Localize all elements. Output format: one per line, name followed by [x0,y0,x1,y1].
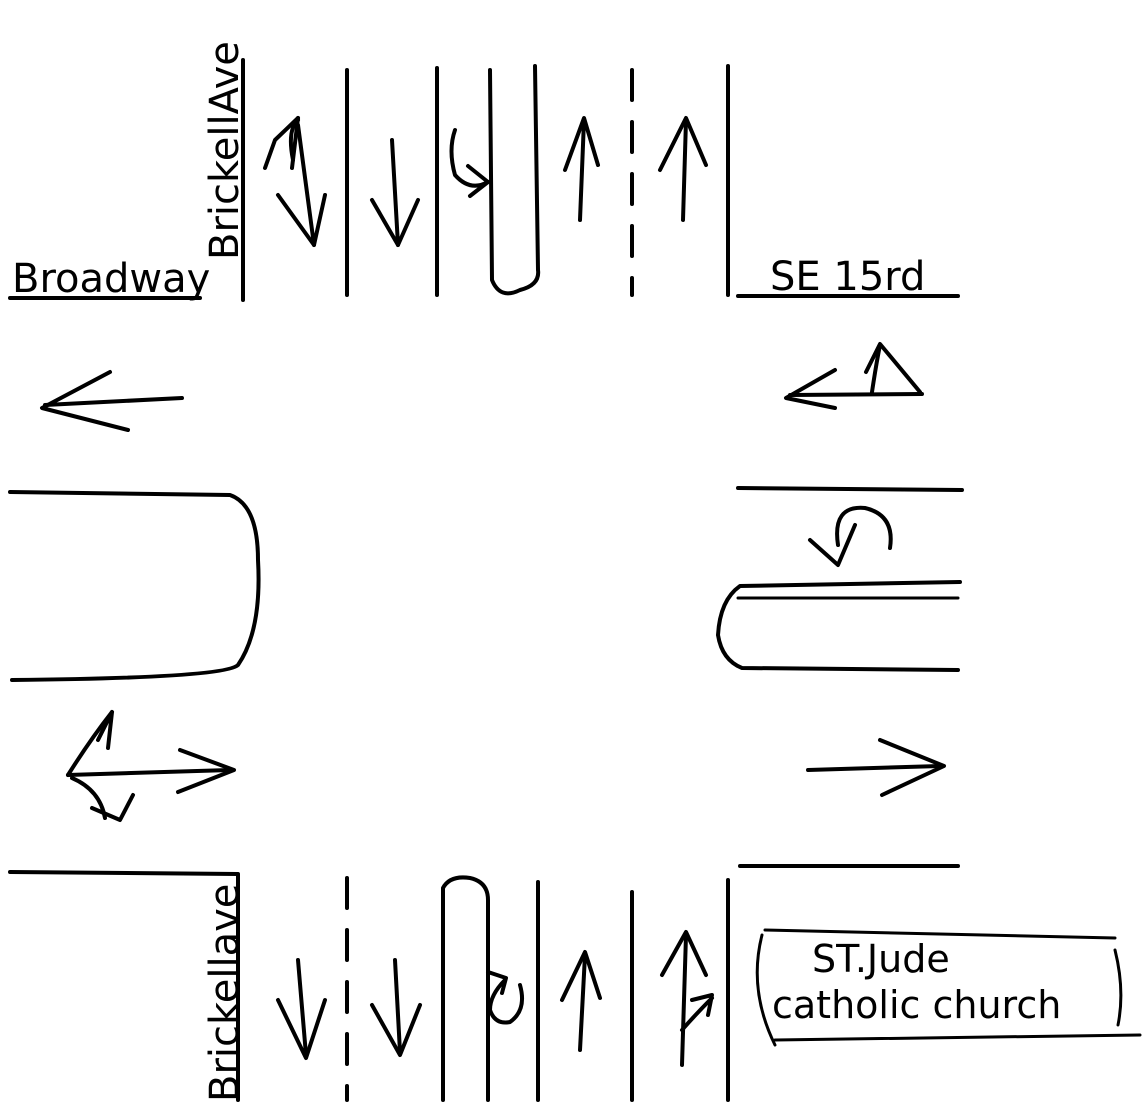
east-lane-line [736,486,964,492]
south-approach-straight-arrow [560,950,602,1052]
south-median [441,875,490,1102]
church-box-right [1113,948,1123,1027]
church-box [755,928,1142,1047]
north-exit-arrow-2 [658,116,708,222]
west-curb-south [8,870,240,1102]
south-approach [276,875,730,1102]
east-exit-arrow [806,738,946,797]
west-approach [8,296,261,1102]
west-exit-arrow [40,370,184,432]
east-approach [716,294,964,868]
east-approach-arrow [784,342,924,410]
east-uturn-arrow [808,505,893,567]
north-approach [241,58,730,302]
north-street-label: BrickellAve [202,41,248,260]
east-street-label: SE 15rd [770,254,925,300]
north-lane1-straight-right-arrow [263,116,327,247]
west-street-label: Broadway [12,256,210,302]
church-box-bottom [773,1033,1142,1042]
church-name-line1: ST.Jude [812,937,950,981]
church-box-top [763,928,1117,940]
west-approach-arrow [66,710,236,822]
north-median [488,64,541,296]
south-exit-arrow-2 [370,958,422,1057]
west-median [8,490,261,682]
south-exit-arrow-1 [276,958,327,1060]
north-uturn-arrow [449,128,490,198]
south-uturn-arrow [486,970,524,1025]
south-approach-straight-right-arrow [660,930,714,1067]
east-median [716,580,962,672]
church-name-line2: catholic church [772,983,1061,1027]
north-exit-arrow-1 [563,116,600,222]
church-box-left [755,933,777,1047]
south-street-label: Brickellave [202,884,248,1102]
north-lane2-straight-arrow [370,138,420,247]
